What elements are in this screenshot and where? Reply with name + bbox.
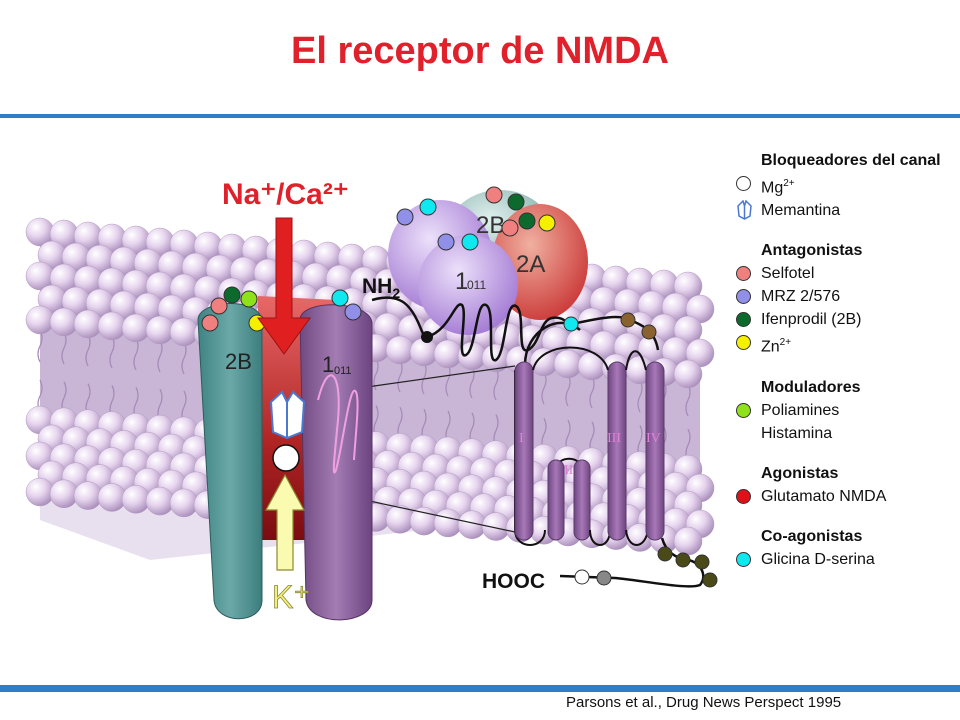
legend-swatch-icon [736,335,751,351]
legend-label: Glutamato NMDA [761,487,887,505]
legend-heading: Antagonistas [761,242,863,260]
arrow-out [264,473,306,571]
label-2a: 2A [516,251,545,278]
top-divider [0,114,960,118]
svg-text:I: I [519,431,524,446]
helix-i [514,361,534,541]
legend-item: Glutamato NMDA [736,485,956,508]
legend-heading: Bloqueadores del canal [761,152,941,169]
legend-item: Mg2+ [736,172,956,199]
legend-label: Poliamines [761,401,840,419]
label-nh2: NH2 [362,275,400,301]
extracellular-domains: 2B 2A 1 011 [388,186,588,335]
legend-label: Memantina [761,202,841,220]
legend-label: Selfotel [761,265,815,283]
bottom-divider [0,685,960,692]
nmda-receptor-diagram: 2B 2A 1 011 NH2 I II III IV [25,178,718,621]
svg-text:II: II [564,463,574,478]
page-title: El receptor de NMDA [291,30,669,72]
memantine-icon [737,200,752,221]
label-2b-top: 2B [476,212,505,239]
label-1-top-sub: 011 [467,278,486,292]
legend-label: Zn [761,338,780,356]
dome-1-011 [418,235,518,335]
legend-label-sup: 2+ [779,337,792,349]
label-k: K⁺ [272,579,310,615]
c-terminal-chain [559,537,705,588]
svg-text:III: III [607,431,621,446]
legend-swatch-icon [736,176,751,191]
subunit-1-011 [299,304,373,621]
legend-swatch-icon [736,402,751,418]
label-na-ca: Na⁺/Ca²⁺ [222,178,349,211]
legend-item: Histamina [736,422,956,445]
helix-ii-right [573,459,591,541]
legend-label: Glicina D-serina [761,550,875,568]
legend-item: Poliamines [736,399,956,422]
citation: Parsons et al., Drug News Perspect 1995 [566,694,842,711]
transmembrane-helices: I II III IV [514,346,665,546]
legend-swatch-icon [736,312,751,328]
legend-item: Zn2+ [736,331,956,358]
label-hooc: HOOC [482,570,545,593]
arrow-in [257,217,311,355]
legend-label-sup: 2+ [783,178,795,189]
legend-label: Mg [761,179,784,197]
legend-swatch-icon [736,488,751,504]
legend-heading: Co-agonistas [761,527,863,545]
mg-ion [272,444,300,472]
label-1: 1 [322,352,334,377]
label-2b: 2B [225,349,252,374]
legend-swatch-icon [736,289,751,305]
svg-text:IV: IV [646,431,661,446]
helix-iv [645,361,665,541]
label-1-sub: 011 [334,365,352,377]
legend-label: Histamina [761,424,833,442]
helix-ii-left [547,459,565,541]
legend-label: MRZ 2/576 [761,288,841,306]
legend-heading: Agonistas [761,464,839,482]
legend-heading: Moduladores [761,378,861,396]
memantine-icon [269,390,306,440]
legend-item: Ifenprodil (2B) [736,308,956,331]
helix-iii [607,361,627,541]
legend-item: Glicina D-serina [736,548,956,571]
legend-swatch-icon [736,551,751,567]
label-1-top: 1 [455,268,468,295]
legend-item: MRZ 2/576 [736,285,956,308]
legend-label: Ifenprodil (2B) [761,311,862,329]
legend-item: Memantina [736,199,956,222]
ion-channel: 2B 1 011 Na⁺/Ca²⁺ K⁺ [197,178,373,621]
legend-item: Selfotel [736,262,956,285]
legend-swatch-icon [736,266,751,282]
